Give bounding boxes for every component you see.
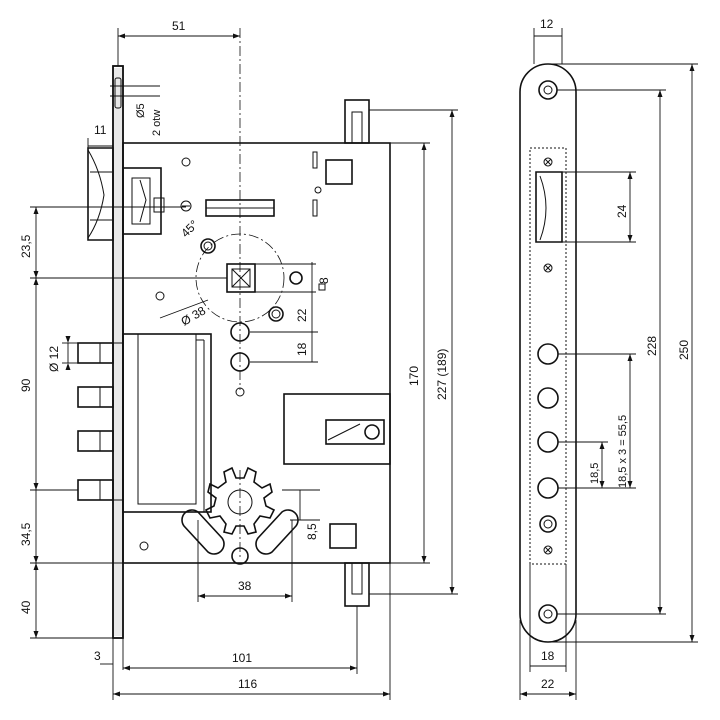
dim-dia-38: Ø 38 bbox=[179, 303, 209, 328]
dim-90: 90 bbox=[19, 378, 33, 392]
dim-s250: 250 bbox=[677, 340, 691, 360]
faceplate-outline bbox=[519, 63, 577, 643]
dim-170: 170 bbox=[407, 366, 421, 386]
dim-8: 8 bbox=[317, 277, 331, 284]
faceplate-screw-slot bbox=[114, 77, 122, 109]
switch-block bbox=[283, 393, 391, 465]
lock-case bbox=[122, 142, 391, 564]
latch-bolt bbox=[87, 147, 165, 241]
top-screw bbox=[538, 80, 558, 100]
dim-s18: 18 bbox=[541, 649, 555, 663]
dim-s24: 24 bbox=[615, 204, 629, 218]
dim-3: 3 bbox=[94, 649, 101, 663]
faceplate-shade bbox=[114, 68, 122, 636]
dim-s228: 228 bbox=[645, 336, 659, 356]
hole-upper-left bbox=[200, 238, 216, 254]
dim-227: 227 (189) bbox=[435, 349, 449, 400]
faceplate-inner-dotted bbox=[529, 147, 567, 565]
deadbolt-housing bbox=[122, 333, 212, 513]
oblong-slot-right bbox=[255, 509, 299, 555]
bolt-hole-3 bbox=[537, 431, 559, 453]
bolt-hole-2 bbox=[537, 387, 559, 409]
hole-lower-right bbox=[268, 306, 284, 322]
dim-38: 38 bbox=[238, 579, 252, 593]
bolt-hole-4 bbox=[537, 477, 559, 499]
cylinder-cam-gear bbox=[204, 466, 276, 535]
faceplate-view: 12 24 228 250 18,5 x 3 = 55,5 bbox=[519, 17, 698, 700]
dim-116: 116 bbox=[238, 677, 257, 691]
dim-s55-5: 18,5 x 3 = 55,5 bbox=[617, 415, 629, 488]
top-square-hole bbox=[325, 159, 353, 185]
deadbolt-pins bbox=[77, 342, 123, 501]
bottom-screw bbox=[538, 604, 558, 624]
lock-body-view: 51 Ø5 2 otw 11 23,5 45° 8 22 18 bbox=[19, 19, 458, 700]
dim-45-deg: 45° bbox=[178, 217, 201, 240]
dim-2-otw: 2 otw bbox=[151, 110, 163, 136]
bolt-hole-5 bbox=[539, 515, 557, 533]
dim-22: 22 bbox=[295, 308, 309, 322]
dim-23-5: 23,5 bbox=[19, 234, 33, 258]
dim-51: 51 bbox=[172, 19, 186, 33]
dim-s22: 22 bbox=[541, 677, 555, 691]
bottom-pin bbox=[344, 562, 370, 607]
oblong-slot-left bbox=[181, 509, 225, 555]
bolt-hole-1 bbox=[537, 343, 559, 365]
dim-34-5: 34,5 bbox=[19, 522, 33, 546]
latch-opening bbox=[535, 171, 563, 243]
dim-101: 101 bbox=[232, 651, 252, 665]
dim-11: 11 bbox=[94, 123, 107, 137]
dim-18: 18 bbox=[295, 342, 309, 356]
dim-s18-5: 18,5 bbox=[589, 463, 601, 484]
dim-dia-12: Ø 12 bbox=[47, 346, 61, 372]
dim-40: 40 bbox=[19, 600, 33, 614]
top-pin bbox=[344, 99, 370, 144]
dim-s12: 12 bbox=[540, 17, 554, 31]
dim-2-otw-dia: Ø5 bbox=[135, 103, 147, 118]
dim-8-5: 8,5 bbox=[305, 523, 319, 540]
